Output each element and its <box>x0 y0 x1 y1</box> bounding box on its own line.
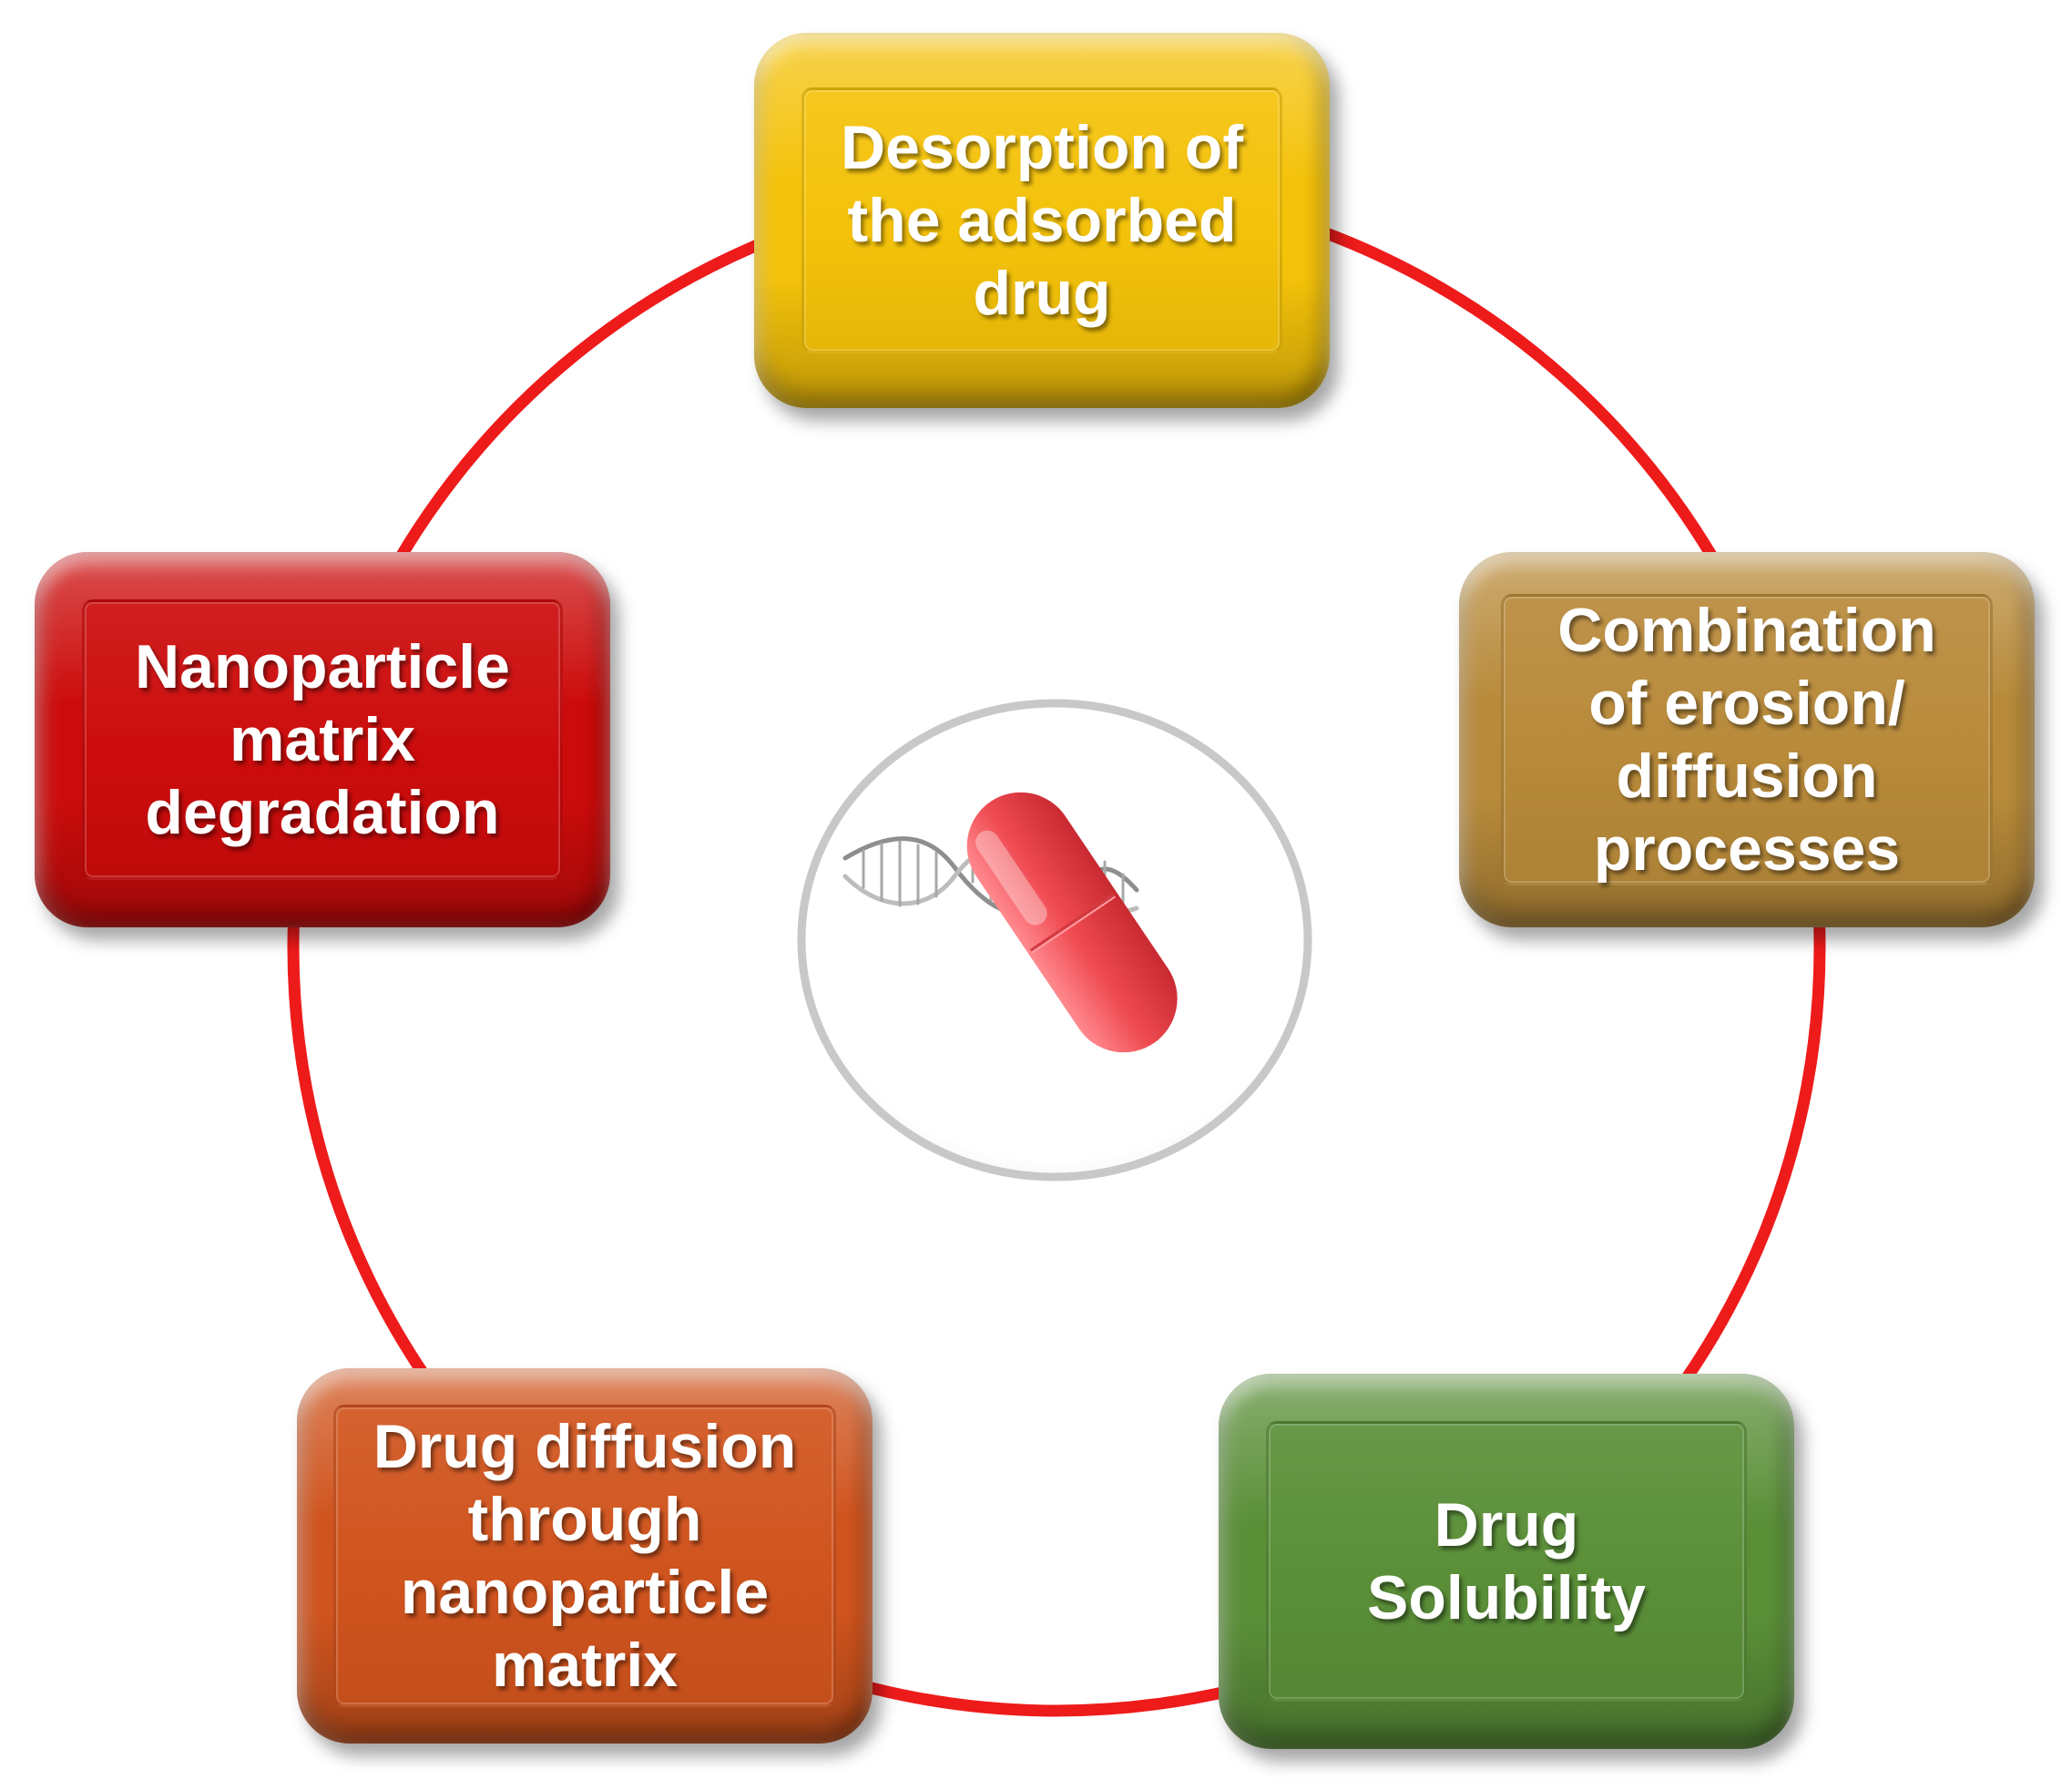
node-degradation-inner-panel: Nanoparticle matrix degradation <box>82 599 563 880</box>
node-degradation-label: Nanoparticle matrix degradation <box>135 632 510 847</box>
node-diffusion-inner-panel: Drug diffusion through nanoparticle matr… <box>333 1405 836 1707</box>
node-desorption-inner-panel: Desorption of the adsorbed drug <box>801 87 1282 353</box>
node-combination-of-erosion-diffusion: Combination of erosion/ diffusion proces… <box>1459 552 2035 927</box>
node-desorption-label: Desorption of the adsorbed drug <box>841 113 1243 328</box>
node-combination-inner-panel: Combination of erosion/ diffusion proces… <box>1501 594 1993 885</box>
node-nanoparticle-matrix-degradation: Nanoparticle matrix degradation <box>35 552 610 927</box>
node-desorption-of-adsorbed-drug: Desorption of the adsorbed drug <box>754 33 1330 408</box>
center-emblem <box>797 699 1312 1181</box>
node-solubility-label: Drug Solubility <box>1367 1490 1646 1632</box>
node-solubility-inner-panel: Drug Solubility <box>1266 1421 1747 1702</box>
node-drug-solubility: Drug Solubility <box>1219 1374 1794 1749</box>
node-combination-label: Combination of erosion/ diffusion proces… <box>1557 596 1936 884</box>
node-diffusion-label: Drug diffusion through nanoparticle matr… <box>373 1412 797 1700</box>
node-drug-diffusion-through-matrix: Drug diffusion through nanoparticle matr… <box>297 1368 873 1744</box>
capsule-icon <box>966 792 1178 1053</box>
